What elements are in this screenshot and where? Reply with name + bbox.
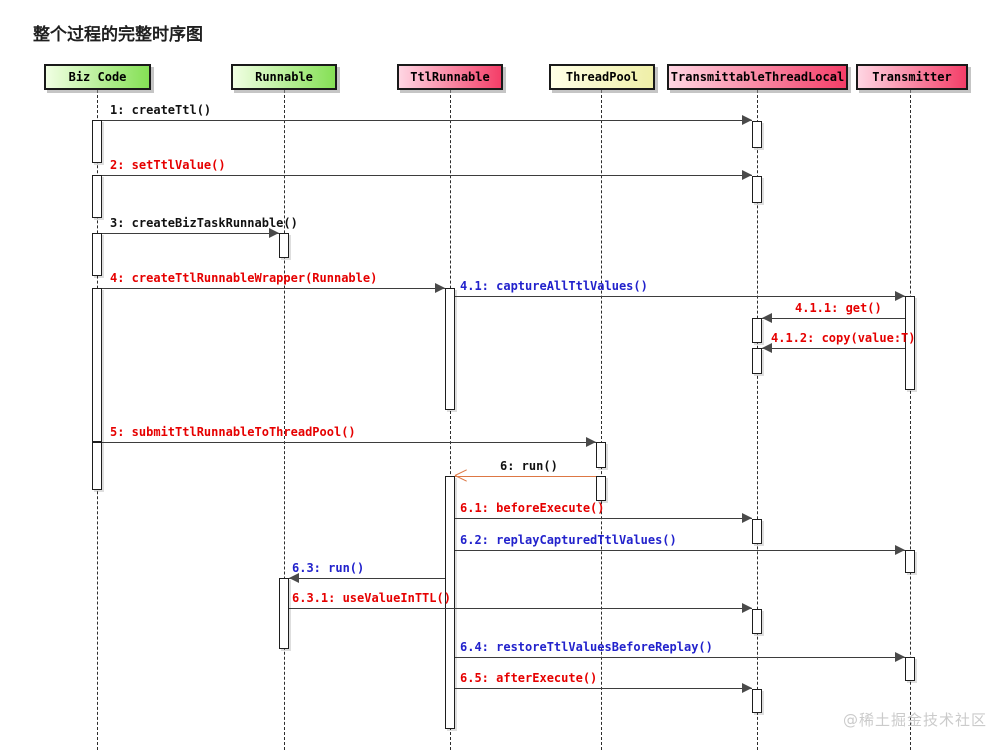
participant-runnable: Runnable (231, 64, 337, 90)
activation-bar (279, 578, 289, 649)
arrowhead-icon (742, 683, 752, 693)
message-label: 4.1: captureAllTtlValues() (460, 279, 648, 293)
message-label: 6: run() (500, 459, 558, 473)
message-label: 6.3.1: useValueInTTL() (292, 591, 451, 605)
activation-bar (596, 442, 606, 468)
activation-bar (752, 318, 762, 343)
activation-bar (92, 120, 102, 163)
message-line (455, 518, 752, 519)
lifeline-thread-pool (601, 90, 602, 750)
participant-label: TtlRunnable (410, 70, 490, 84)
arrowhead-icon (762, 313, 772, 323)
activation-bar (92, 175, 102, 218)
page-title: 整个过程的完整时序图 (33, 25, 203, 45)
message-line (762, 318, 905, 319)
lifeline-ttl-runnable (450, 90, 451, 750)
lifeline-runnable (284, 90, 285, 750)
message-line (455, 296, 905, 297)
message-label: 6.4: restoreTtlValuesBeforeReplay() (460, 640, 713, 654)
message-label: 4.1.2: copy(value:T) (771, 331, 916, 345)
message-label: 5: submitTtlRunnableToThreadPool() (110, 425, 356, 439)
message-line (102, 233, 279, 234)
message-label: 1: createTtl() (110, 103, 212, 117)
message-line (455, 476, 596, 477)
participant-transmittable-thread-local: TransmittableThreadLocal (667, 64, 848, 90)
activation-bar (92, 233, 102, 276)
message-line (102, 175, 752, 176)
message-label: 2: setTtlValue() (110, 158, 226, 172)
arrowhead-icon (895, 291, 905, 301)
message-label: 4: createTtlRunnableWrapper(Runnable) (110, 271, 378, 285)
activation-bar (92, 288, 102, 442)
activation-bar (752, 176, 762, 203)
arrowhead-icon (435, 283, 445, 293)
message-label: 6.3: run() (292, 561, 365, 575)
arrowhead-icon (742, 115, 752, 125)
activation-bar (752, 348, 762, 374)
lifeline-transmittable-thread-local (757, 90, 758, 750)
participant-label: TransmittableThreadLocal (670, 70, 845, 84)
activation-bar (905, 657, 915, 681)
participant-thread-pool: ThreadPool (549, 64, 655, 90)
message-label: 3: createBizTaskRunnable() (110, 216, 298, 230)
activation-bar (752, 609, 762, 634)
message-line (762, 348, 905, 349)
arrowhead-icon (586, 437, 596, 447)
arrowhead-icon (289, 573, 299, 583)
participant-label: Transmitter (872, 70, 952, 84)
message-line (455, 550, 905, 551)
message-line (289, 578, 445, 579)
message-line (455, 657, 905, 658)
activation-bar (445, 476, 455, 729)
lifeline-transmitter (910, 90, 911, 750)
message-label: 6.1: beforeExecute() (460, 501, 605, 515)
message-line (102, 442, 596, 443)
participant-label: Runnable (255, 70, 313, 84)
activation-bar (92, 442, 102, 490)
activation-bar (905, 550, 915, 573)
activation-bar (752, 689, 762, 713)
activation-bar (279, 233, 289, 258)
participant-biz-code: Biz Code (44, 64, 151, 90)
activation-bar (596, 476, 606, 501)
open-arrowhead-icon (455, 470, 468, 482)
site-watermark: @稀土掘金技术社区 (842, 711, 987, 729)
arrowhead-icon (742, 603, 752, 613)
message-line (455, 688, 752, 689)
message-line (102, 120, 752, 121)
message-label: 6.2: replayCapturedTtlValues() (460, 533, 677, 547)
message-line (289, 608, 752, 609)
arrowhead-icon (762, 343, 772, 353)
activation-bar (752, 519, 762, 544)
arrowhead-icon (742, 170, 752, 180)
arrowhead-icon (269, 228, 279, 238)
participant-ttl-runnable: TtlRunnable (397, 64, 503, 90)
arrowhead-icon (742, 513, 752, 523)
activation-bar (445, 288, 455, 410)
participant-label: ThreadPool (565, 70, 639, 84)
message-label: 6.5: afterExecute() (460, 671, 598, 685)
participant-label: Biz Code (68, 70, 127, 84)
activation-bar (752, 121, 762, 148)
activation-bar (905, 296, 915, 390)
message-line (102, 288, 445, 289)
arrowhead-icon (895, 545, 905, 555)
arrowhead-icon (895, 652, 905, 662)
message-label: 4.1.1: get() (795, 301, 882, 315)
participant-transmitter: Transmitter (856, 64, 968, 90)
